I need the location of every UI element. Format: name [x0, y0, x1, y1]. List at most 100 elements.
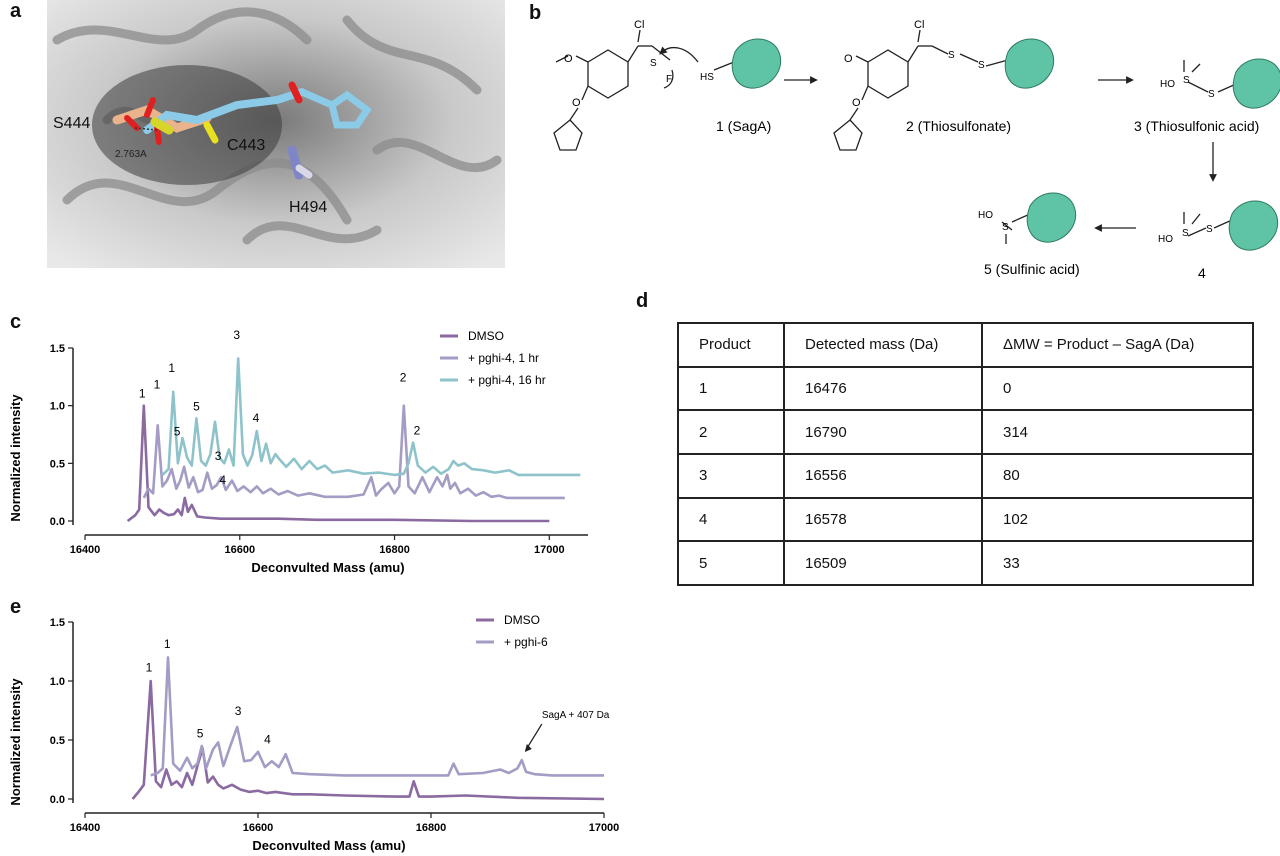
compound-label-4: 4: [1198, 265, 1206, 281]
atom-ho-3: HO: [978, 210, 993, 221]
peak-label: 1: [154, 377, 161, 391]
atom-cl-2: Cl: [914, 19, 924, 31]
table-cell: 16476: [783, 365, 983, 412]
protein-structure-image: S444 C443 H494 2.763A: [47, 0, 505, 268]
product-mass-table: Product Detected mass (Da) ΔMW = Product…: [677, 322, 1254, 586]
compound-3-structure: [1183, 60, 1237, 93]
protein-blob-2: [1004, 38, 1055, 89]
legend-label: + pghi-4, 1 hr: [468, 351, 539, 365]
residue-label-c443: C443: [227, 137, 265, 154]
chart-e-xlabel: Deconvulted Mass (amu): [252, 838, 405, 853]
table-cell: 4: [677, 496, 785, 543]
table-cell: 5: [677, 540, 785, 586]
panel-label-a: a: [10, 0, 22, 22]
peak-label: 1: [139, 387, 146, 401]
atom-ho-1: HO: [1160, 79, 1175, 90]
table-cell: 1: [677, 365, 785, 412]
x-tick-label: 16800: [379, 544, 410, 556]
compound-label-2: 2 (Thiosulfonate): [906, 118, 1011, 134]
compound-label-1: 1 (SagA): [716, 118, 771, 134]
atom-s-7: S: [1206, 224, 1213, 235]
mass-spectrum-chart-c: Normalized intensity Deconvulted Mass (a…: [8, 328, 588, 575]
panel-label-b: b: [529, 2, 542, 24]
x-tick-label: 16400: [70, 544, 101, 556]
callout-label: SagA + 407 Da: [542, 710, 610, 721]
panel-label-c: c: [10, 311, 22, 333]
atom-s-3: S: [978, 60, 985, 71]
x-tick-label: 16400: [70, 822, 101, 834]
compound-label-3: 3 (Thiosulfonic acid): [1134, 118, 1259, 134]
y-tick-label: 1.0: [50, 676, 65, 688]
y-tick-label: 0.5: [50, 458, 65, 470]
peak-label: 2: [400, 370, 407, 384]
peak-label: 4: [253, 411, 260, 425]
table-cell: 16556: [783, 452, 983, 499]
y-tick-label: 0.0: [50, 516, 65, 528]
atom-cl-1: Cl: [634, 19, 644, 31]
chart-e-ylabel: Normalized intensity: [8, 678, 23, 806]
atom-o-4: O: [852, 97, 861, 109]
legend-label: DMSO: [468, 329, 504, 343]
table-row: 1 16476 0: [677, 365, 1254, 412]
peak-label: 1: [164, 637, 171, 651]
x-tick-label: 16600: [243, 822, 274, 834]
atom-o-2: O: [572, 97, 581, 109]
atom-s-6: S: [1182, 228, 1189, 239]
atom-s-1: S: [650, 58, 657, 69]
table-header-cell: ΔMW = Product – SagA (Da): [981, 322, 1254, 368]
series-line: [126, 404, 550, 523]
series-line: [131, 679, 605, 801]
callout-arrowhead: [524, 744, 532, 753]
protein-blob-4: [1228, 200, 1279, 251]
x-tick-label: 17000: [589, 822, 620, 834]
y-tick-label: 0.5: [50, 735, 65, 747]
protein-blob-5: [1026, 192, 1077, 243]
peak-label: 5: [193, 399, 200, 413]
table-row: 3 16556 80: [677, 452, 1254, 499]
table-row: 5 16509 33: [677, 540, 1254, 586]
ligand-sticks: [112, 81, 372, 180]
atom-s-8: S: [1002, 222, 1009, 233]
series-line: [161, 357, 581, 477]
table-cell: 3: [677, 452, 785, 499]
table-row: 2 16790 314: [677, 409, 1254, 455]
x-tick-label: 16600: [224, 544, 255, 556]
peak-label: 1: [168, 361, 175, 375]
reaction-scheme: O O Cl S F HS 1 (SagA) O O Cl S S 2 (Thi…: [553, 19, 1280, 281]
y-tick-label: 0.0: [50, 794, 65, 806]
legend-label: DMSO: [504, 613, 540, 627]
panel-label-d: d: [636, 290, 649, 312]
chart-c-ylabel: Normalized intensity: [8, 394, 23, 522]
atom-hs-1: HS: [700, 72, 714, 83]
distance-label: 2.763A: [115, 149, 147, 160]
table-cell: 16509: [783, 540, 983, 586]
table-cell: 16790: [783, 409, 983, 455]
peak-label: 1: [146, 661, 153, 675]
table-row: 4 16578 102: [677, 496, 1254, 543]
y-tick-label: 1.5: [50, 617, 65, 629]
peak-label: 5: [174, 425, 181, 439]
residue-label-h494: H494: [289, 199, 327, 216]
table-cell: 80: [981, 452, 1254, 499]
compound-label-5: 5 (Sulfinic acid): [984, 261, 1080, 277]
table-cell: 16578: [783, 496, 983, 543]
table-header-row: Product Detected mass (Da) ΔMW = Product…: [677, 322, 1254, 368]
atom-o-1: O: [564, 53, 573, 65]
table-cell: 33: [981, 540, 1254, 586]
atom-s-5: S: [1208, 89, 1215, 100]
peak-label: 5: [197, 727, 204, 741]
peak-label: 3: [235, 704, 242, 718]
x-tick-label: 16800: [416, 822, 447, 834]
panel-label-e: e: [10, 596, 22, 618]
peak-label: 4: [264, 733, 271, 747]
x-tick-label: 17000: [534, 544, 565, 556]
series-line: [150, 656, 604, 777]
table-cell: 2: [677, 409, 785, 455]
peak-label: 3: [233, 328, 240, 342]
series-line: [142, 404, 565, 500]
legend-label: + pghi-6: [504, 635, 548, 649]
residue-label-s444: S444: [53, 115, 90, 132]
table-header-cell: Product: [677, 322, 785, 368]
atom-s-2: S: [948, 50, 955, 61]
table-header-cell: Detected mass (Da): [783, 322, 983, 368]
